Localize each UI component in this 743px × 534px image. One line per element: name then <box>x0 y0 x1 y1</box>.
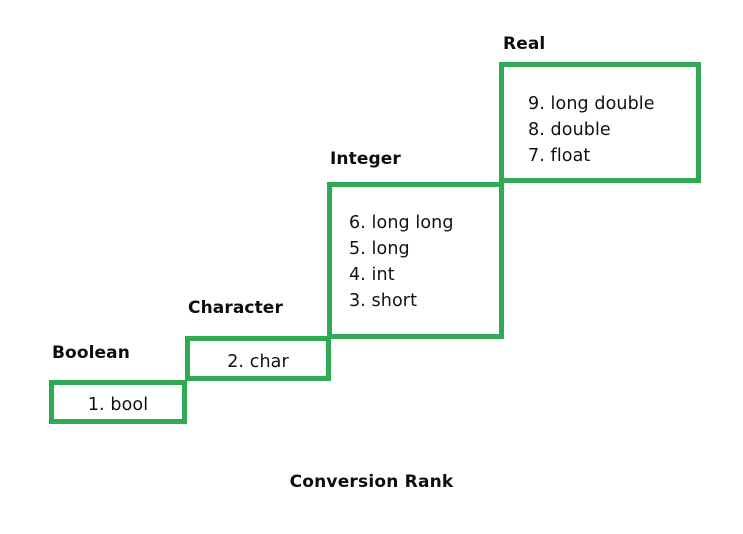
step-box-boolean: 1. bool <box>49 380 187 424</box>
item-list-boolean: 1. bool <box>54 392 182 418</box>
category-label-integer: Integer <box>330 149 401 169</box>
list-item: 3. short <box>349 291 418 311</box>
list-item: 8. double <box>528 120 611 140</box>
item-list-real: 9. long double 8. double 7. float <box>528 91 655 169</box>
list-item: 7. float <box>528 146 591 166</box>
list-item: 9. long double <box>528 94 655 114</box>
category-label-character: Character <box>188 298 283 318</box>
category-label-real: Real <box>503 34 546 54</box>
diagram-caption: Conversion Rank <box>289 472 454 492</box>
step-box-character: 2. char <box>185 336 331 381</box>
list-item: 5. long <box>349 239 410 259</box>
list-item: 6. long long <box>349 213 454 233</box>
item-list-character: 2. char <box>190 349 326 375</box>
item-list-integer: 6. long long 5. long 4. int 3. short <box>349 210 454 314</box>
list-item: 4. int <box>349 265 395 285</box>
category-label-boolean: Boolean <box>52 343 130 363</box>
list-item: 1. bool <box>87 395 149 415</box>
step-box-real: 9. long double 8. double 7. float <box>499 62 701 183</box>
step-box-integer: 6. long long 5. long 4. int 3. short <box>327 182 504 339</box>
list-item: 2. char <box>227 352 289 372</box>
